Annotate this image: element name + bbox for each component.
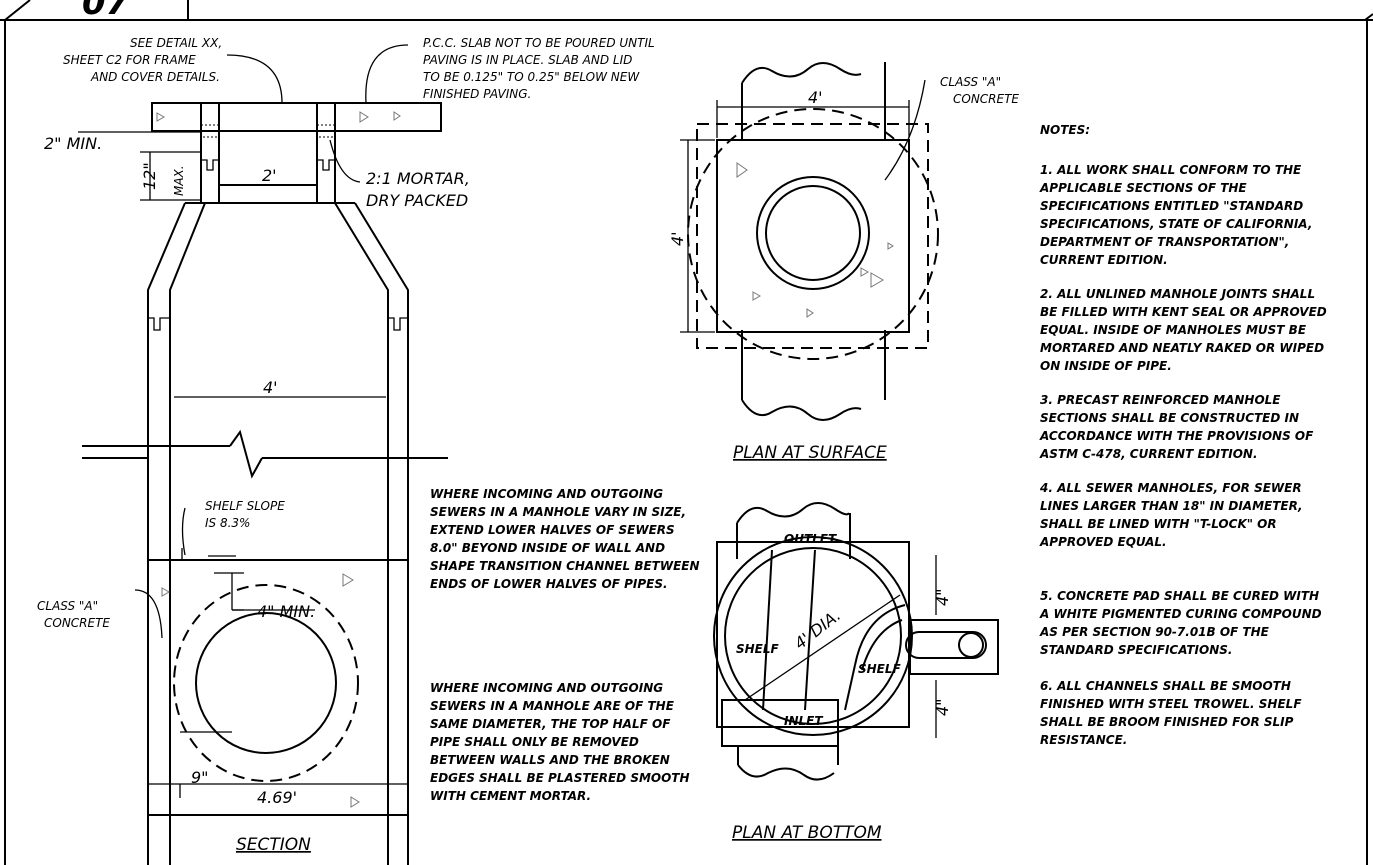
note-line: AS PER SECTION 90-7.01B OF THE: [1039, 625, 1270, 639]
dim-12: 12": [140, 162, 159, 190]
note-line: 6. ALL CHANNELS SHALL BE SMOOTH: [1040, 679, 1291, 693]
middle-note-line: WHERE INCOMING AND OUTGOING: [430, 681, 663, 695]
middle-note-line: WHERE INCOMING AND OUTGOING: [430, 487, 663, 501]
middle-note-line: WITH CEMENT MORTAR.: [430, 789, 591, 803]
middle-note-line: ENDS OF LOWER HALVES OF PIPES.: [430, 577, 668, 591]
note-line: ACCORDANCE WITH THE PROVISIONS OF: [1039, 429, 1314, 443]
plan-bottom-outlet: OUTLET: [784, 532, 837, 546]
callout-pcc-slab: PAVING IS IN PLACE. SLAB AND LID: [423, 53, 632, 67]
note-line: MORTARED AND NEATLY RAKED OR WIPED: [1040, 341, 1324, 355]
plan-bottom-inlet: INLET: [784, 714, 823, 728]
middle-note-line: SEWERS IN A MANHOLE ARE OF THE: [430, 699, 675, 713]
dim-9: 9": [191, 768, 209, 787]
note-line: SHALL BE LINED WITH "T-LOCK" OR: [1040, 517, 1277, 531]
notes-heading: NOTES:: [1040, 123, 1090, 137]
sheet-number: 07: [82, 0, 130, 23]
note-line: A WHITE PIGMENTED CURING COMPOUND: [1039, 607, 1322, 621]
note-line: ASTM C-478, CURRENT EDITION.: [1039, 447, 1258, 461]
middle-note-line: EDGES SHALL BE PLASTERED SMOOTH: [430, 771, 690, 785]
note-line: 3. PRECAST REINFORCED MANHOLE: [1040, 393, 1281, 407]
note-line: CURRENT EDITION.: [1040, 253, 1168, 267]
callout-shelf-slope: SHELF SLOPE: [205, 499, 285, 513]
plan-surface-dim-side: 4': [668, 231, 687, 246]
note-line: 2. ALL UNLINED MANHOLE JOINTS SHALL: [1040, 287, 1315, 301]
note-line: DEPARTMENT OF TRANSPORTATION",: [1040, 235, 1289, 249]
note-line: 4. ALL SEWER MANHOLES, FOR SEWER: [1039, 481, 1302, 495]
callout-mortar: 2:1 MORTAR,: [366, 169, 470, 188]
note-line: RESISTANCE.: [1040, 733, 1127, 747]
dim-max: MAX.: [172, 165, 186, 196]
note-line: 1. ALL WORK SHALL CONFORM TO THE: [1040, 163, 1302, 177]
callout-pcc-slab: TO BE 0.125" TO 0.25" BELOW NEW: [423, 70, 640, 84]
title-section: SECTION: [236, 835, 311, 855]
note-line: SPECIFICATIONS, STATE OF CALIFORNIA,: [1040, 217, 1312, 231]
plan-bottom-dia: 4' DIA.: [791, 606, 844, 654]
callout-pcc-slab: P.C.C. SLAB NOT TO BE POURED UNTIL: [423, 36, 655, 50]
callout-shelf-slope: IS 8.3%: [205, 516, 250, 530]
note-line: 5. CONCRETE PAD SHALL BE CURED WITH: [1040, 589, 1319, 603]
plan-at-bottom: [713, 502, 999, 781]
dim-2ft: 2': [262, 166, 277, 185]
dim-4ft: 4': [263, 378, 278, 397]
middle-note-line: EXTEND LOWER HALVES OF SEWERS: [430, 523, 675, 537]
dim-469: 4.69': [257, 788, 297, 807]
middle-note-line: PIPE SHALL ONLY BE REMOVED: [430, 735, 639, 749]
plan-surface-class-a: CONCRETE: [953, 92, 1019, 106]
middle-notes: WHERE INCOMING AND OUTGOING SEWERS IN A …: [430, 487, 700, 803]
middle-note-line: SHAPE TRANSITION CHANNEL BETWEEN: [430, 559, 700, 573]
plan-surface-dim-top: 4': [808, 88, 823, 107]
callout-min-2: 2" MIN.: [44, 134, 102, 153]
callout-class-a: CLASS "A": [37, 599, 98, 613]
note-line: SPECIFICATIONS ENTITLED "STANDARD: [1040, 199, 1303, 213]
middle-note-line: 8.0" BEYOND INSIDE OF WALL AND: [430, 541, 665, 555]
note-line: BE FILLED WITH KENT SEAL OR APPROVED: [1040, 305, 1327, 319]
note-line: APPLICABLE SECTIONS OF THE: [1039, 181, 1247, 195]
plan-surface-labels: CLASS "A" CONCRETE 4' 4' PLAN AT SURFACE: [668, 75, 1019, 463]
callout-see-detail: SHEET C2 FOR FRAME: [63, 53, 196, 67]
plan-bottom-shelf: SHELF: [736, 642, 780, 656]
note-line: ON INSIDE OF PIPE.: [1040, 359, 1172, 373]
middle-note-line: SAME DIAMETER, THE TOP HALF OF: [430, 717, 671, 731]
title-plan-surface: PLAN AT SURFACE: [733, 443, 887, 463]
plan-bottom-shelf: SHELF: [858, 662, 902, 676]
callout-min-4: 4" MIN.: [257, 602, 315, 621]
callout-mortar: DRY PACKED: [366, 191, 468, 210]
note-line: APPROVED EQUAL.: [1039, 535, 1167, 549]
plan-bottom-dim-4: 4": [933, 698, 952, 716]
note-line: EQUAL. INSIDE OF MANHOLES MUST BE: [1040, 323, 1307, 337]
note-line: LINES LARGER THAN 18" IN DIAMETER,: [1040, 499, 1303, 513]
section-view: [78, 44, 448, 865]
callout-see-detail: SEE DETAIL XX,: [130, 36, 222, 50]
note-line: STANDARD SPECIFICATIONS.: [1040, 643, 1232, 657]
note-line: SHALL BE BROOM FINISHED FOR SLIP: [1040, 715, 1294, 729]
plan-bottom-dim-4: 4": [933, 588, 952, 606]
title-plan-bottom: PLAN AT BOTTOM: [732, 823, 882, 843]
callout-pcc-slab: FINISHED PAVING.: [423, 87, 531, 101]
note-line: SECTIONS SHALL BE CONSTRUCTED IN: [1040, 411, 1299, 425]
callout-see-detail: AND COVER DETAILS.: [90, 70, 220, 84]
plan-at-surface: [680, 62, 939, 421]
middle-note-line: SEWERS IN A MANHOLE VARY IN SIZE,: [430, 505, 686, 519]
section-labels: SEE DETAIL XX, SHEET C2 FOR FRAME AND CO…: [37, 36, 655, 855]
middle-note-line: BETWEEN WALLS AND THE BROKEN: [430, 753, 670, 767]
callout-class-a: CONCRETE: [44, 616, 110, 630]
general-notes: NOTES: 1. ALL WORK SHALL CONFORM TO THE …: [1039, 123, 1327, 747]
note-line: FINISHED WITH STEEL TROWEL. SHELF: [1040, 697, 1302, 711]
plan-surface-class-a: CLASS "A": [940, 75, 1001, 89]
